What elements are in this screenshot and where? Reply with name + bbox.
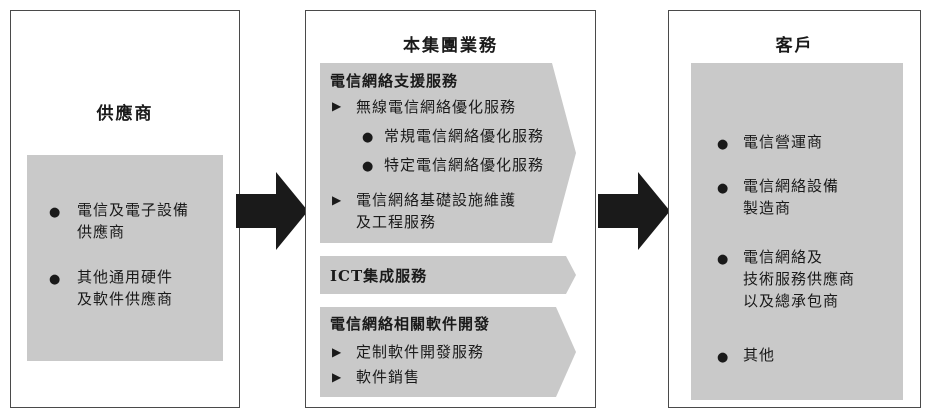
customers-panel: ● 電信營運商 ● 電信網絡設備 製造商 ● 電信網絡及 技術服務供應商 以及總… bbox=[691, 63, 903, 400]
customers-title: 客戶 bbox=[775, 36, 814, 56]
suppliers-box: 供應商 ● 電信及電子設備 供應商 ● 其他通用硬件 及軟件供應商 bbox=[10, 10, 240, 408]
supplier-item-telecom: 電信及電子設備 供應商 bbox=[77, 201, 190, 241]
custom-software-dev: 定制軟件開發服務 bbox=[356, 343, 485, 361]
triangle-bullet-icon: ▶ bbox=[332, 193, 342, 207]
software-sales: 軟件銷售 bbox=[356, 368, 421, 386]
ict-heading: ICT集成服務 bbox=[330, 267, 428, 285]
regular-optimization: 常規電信網絡優化服務 bbox=[384, 127, 545, 145]
infrastructure-maintenance: 電信網絡基礎設施維護 及工程服務 bbox=[356, 191, 517, 231]
supplier-item-other: 其他通用硬件 及軟件供應商 bbox=[77, 268, 174, 308]
customer-item-equipment: 電信網絡設備 製造商 bbox=[743, 177, 840, 217]
support-band-shape bbox=[320, 63, 576, 243]
bullet-dot-icon: ● bbox=[717, 137, 729, 152]
bullet-dot-icon: ● bbox=[717, 350, 729, 365]
triangle-bullet-icon: ▶ bbox=[332, 370, 342, 384]
flow-arrow-icon bbox=[598, 172, 670, 250]
suppliers-panel: ● 電信及電子設備 供應商 ● 其他通用硬件 及軟件供應商 bbox=[27, 155, 223, 361]
business-box: 本集團業務 電信網絡支援服務 ▶ 無線電信網絡優化服務 ● 常規電信網絡優化服務… bbox=[305, 10, 596, 408]
software-heading: 電信網絡相關軟件開發 bbox=[330, 315, 491, 333]
customer-item-operators: 電信營運商 bbox=[743, 133, 824, 151]
specific-optimization: 特定電信網絡優化服務 bbox=[384, 156, 545, 174]
wireless-optimization: 無線電信網絡優化服務 bbox=[356, 98, 517, 116]
business-title: 本集團業務 bbox=[403, 36, 498, 56]
triangle-bullet-icon: ▶ bbox=[332, 345, 342, 359]
suppliers-title: 供應商 bbox=[96, 104, 154, 124]
bullet-dot-icon: ● bbox=[362, 159, 374, 174]
customer-item-others: 其他 bbox=[743, 346, 776, 364]
ict-services-band: ICT集成服務 bbox=[320, 256, 576, 294]
customer-item-service-providers: 電信網絡及 技術服務供應商 以及總承包商 bbox=[743, 248, 856, 310]
bullet-dot-icon: ● bbox=[362, 130, 374, 145]
bullet-dot-icon: ● bbox=[49, 205, 61, 220]
ict-band-shape bbox=[320, 256, 576, 294]
customers-box: 客戶 ● 電信營運商 ● 電信網絡設備 製造商 ● 電信網絡及 技術服務供應商 … bbox=[668, 10, 921, 408]
flow-arrow-icon bbox=[236, 172, 308, 250]
support-services-band: 電信網絡支援服務 ▶ 無線電信網絡優化服務 ● 常規電信網絡優化服務 ● 特定電… bbox=[320, 63, 576, 243]
bullet-dot-icon: ● bbox=[717, 181, 729, 196]
support-heading: 電信網絡支援服務 bbox=[330, 72, 459, 90]
bullet-dot-icon: ● bbox=[717, 252, 729, 267]
software-band-shape bbox=[320, 307, 576, 397]
bullet-dot-icon: ● bbox=[49, 272, 61, 287]
triangle-bullet-icon: ▶ bbox=[332, 99, 342, 113]
software-development-band: 電信網絡相關軟件開發 ▶ 定制軟件開發服務 ▶ 軟件銷售 bbox=[320, 307, 576, 397]
